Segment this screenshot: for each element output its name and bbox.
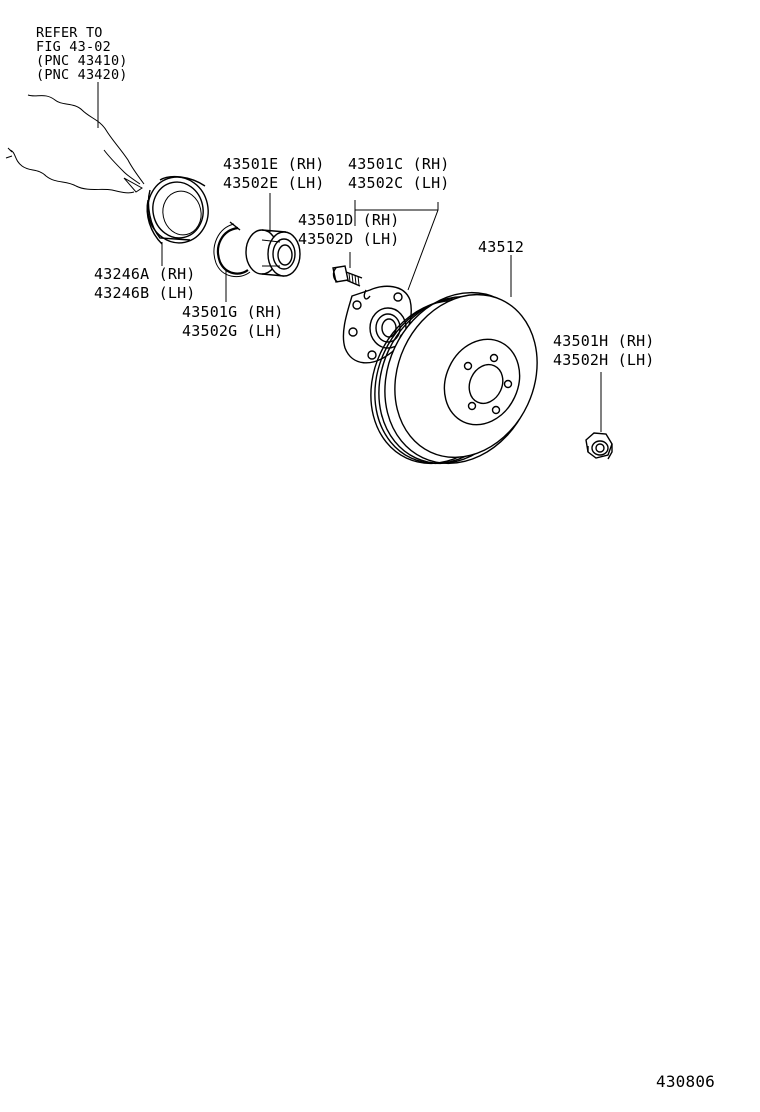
hub-bearing-43501e[interactable] [245,229,301,277]
callout-nut-lh[interactable]: 43502H (LH) [553,351,655,369]
hub-bolt-43501d[interactable] [332,265,363,287]
callout-snap-ring-rh[interactable]: 43501G (RH) [182,303,284,321]
axle-shaft-reference-outline [5,94,145,194]
callout-hub-lh[interactable]: 43502C (LH) [348,174,450,192]
hub-nut-43501h[interactable] [585,432,613,460]
callout-nut-rh[interactable]: 43501H (RH) [553,332,655,350]
callout-bearing-rh[interactable]: 43501E (RH) [223,155,325,173]
snap-ring-43501g[interactable] [213,221,251,278]
brake-disc-43512[interactable] [345,268,563,488]
callout-hub-bolt-lh[interactable]: 43502D (LH) [298,230,400,248]
refer-note-line2: FIG 43-02 [36,39,111,55]
axle-hub-43501c[interactable] [342,285,412,364]
callout-hub-bolt-rh[interactable]: 43501D (RH) [298,211,400,229]
callout-snap-ring-lh[interactable]: 43502G (LH) [182,322,284,340]
figure-number: 430806 [656,1072,715,1091]
callout-seal-rh[interactable]: 43246A (RH) [94,265,196,283]
callout-disc[interactable]: 43512 [478,238,525,256]
callout-bearing-lh[interactable]: 43502E (LH) [223,174,325,192]
oil-seal-43246[interactable] [142,171,214,248]
callout-hub-rh[interactable]: 43501C (RH) [348,155,450,173]
refer-note-line4: (PNC 43420) [36,67,128,83]
callout-seal-lh[interactable]: 43246B (LH) [94,284,196,302]
refer-note-line3: (PNC 43410) [36,53,128,69]
refer-note-line1: REFER TO [36,25,103,41]
